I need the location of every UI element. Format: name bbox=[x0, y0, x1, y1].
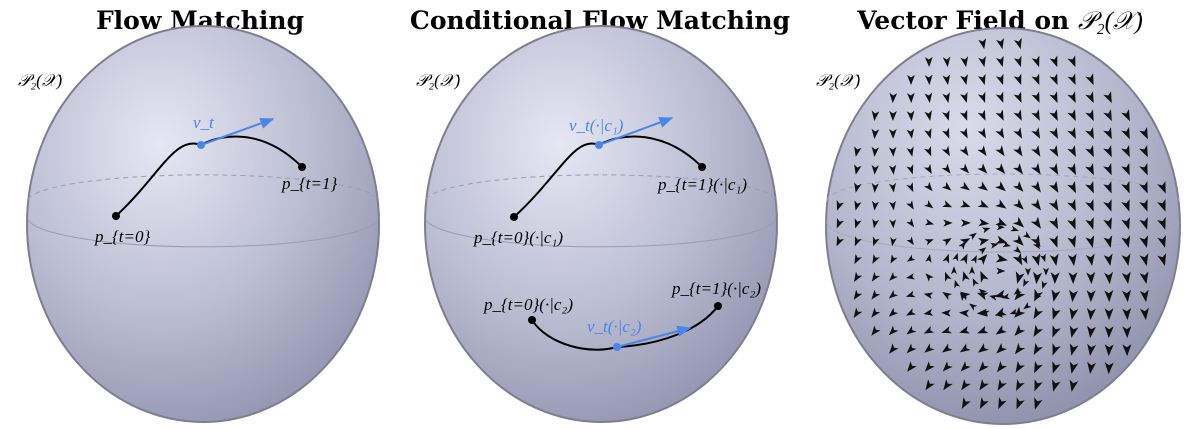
sphere bbox=[425, 26, 777, 422]
panel-vector-field: 𝒫₂(𝒳) bbox=[816, 28, 1180, 424]
velocity-label: v_t bbox=[193, 113, 215, 132]
space-label: 𝒫₂(𝒳) bbox=[416, 71, 460, 90]
start-point-c1 bbox=[510, 213, 518, 221]
start-label-c2: p_{t=0}(·|c₂) bbox=[483, 295, 573, 314]
space-label: 𝒫₂(𝒳) bbox=[816, 71, 860, 90]
sphere bbox=[27, 26, 379, 422]
start-point-c2 bbox=[528, 316, 536, 324]
velocity-label-c2: v_t(·|c₂) bbox=[587, 317, 642, 336]
end-point-c1 bbox=[698, 163, 706, 171]
end-point bbox=[298, 163, 306, 171]
panel-conditional-flow-matching: 𝒫₂(𝒳) p_{t=0}(·|c₁) p_{t=1}(·|c₁) v_t(·|… bbox=[416, 26, 777, 422]
space-label: 𝒫₂(𝒳) bbox=[18, 71, 62, 90]
start-label: p_{t=0} bbox=[94, 227, 150, 246]
start-label-c1: p_{t=0}(·|c₁) bbox=[473, 228, 563, 247]
end-label-c2: p_{t=1}(·|c₂) bbox=[671, 279, 761, 298]
end-point-c2 bbox=[714, 302, 722, 310]
end-label-c1: p_{t=1}(·|c₁) bbox=[657, 175, 747, 194]
panel-flow-matching: 𝒫₂(𝒳) p_{t=0} p_{t=1} v_t bbox=[18, 26, 379, 422]
start-point bbox=[112, 212, 120, 220]
end-label: p_{t=1} bbox=[281, 174, 337, 193]
velocity-label-c1: v_t(·|c₁) bbox=[569, 116, 624, 135]
